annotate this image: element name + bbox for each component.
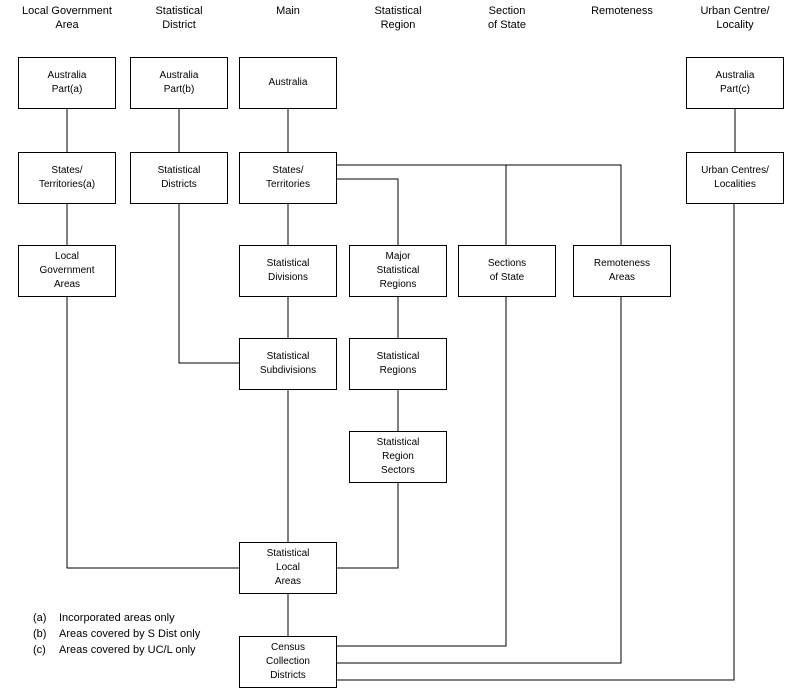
column-header-main: Main (276, 5, 300, 17)
legend-text: Areas covered by UC/L only (59, 644, 196, 656)
connector-states-to-sections-and-remoteness (337, 164, 622, 245)
legend-row: (b) Areas covered by S Dist only (33, 626, 200, 642)
legend-text: Incorporated areas only (59, 612, 175, 624)
column-header-urban-centre-locality: Urban Centre/ Locality (700, 5, 770, 31)
node-census-collection-districts[interactable]: Census Collection Districts (239, 636, 337, 688)
node-statistical-divisions[interactable]: Statistical Divisions (239, 245, 337, 297)
node-remoteness-areas[interactable]: Remoteness Areas (573, 245, 671, 297)
connector-sections-of-state-to-ccd (337, 297, 507, 647)
node-statistical-local-areas[interactable]: Statistical Local Areas (239, 542, 337, 594)
legend-text: Areas covered by S Dist only (59, 628, 201, 640)
node-statistical-region-sectors[interactable]: Statistical Region Sectors (349, 431, 447, 483)
connector-region-sectors-to-local-areas (337, 483, 399, 569)
connector-states-to-major-statistical-regions (337, 178, 399, 245)
node-statistical-districts[interactable]: Statistical Districts (130, 152, 228, 204)
node-states-territories[interactable]: States/ Territories (239, 152, 337, 204)
column-header-remoteness: Remoteness (591, 5, 653, 17)
node-statistical-regions[interactable]: Statistical Regions (349, 338, 447, 390)
node-australia-part-c[interactable]: Australia Part(c) (686, 57, 784, 109)
node-sections-of-state[interactable]: Sections of State (458, 245, 556, 297)
node-local-government-areas[interactable]: Local Government Areas (18, 245, 116, 297)
column-header-statistical-region: Statistical Region (374, 5, 422, 31)
node-states-territories-a[interactable]: States/ Territories(a) (18, 152, 116, 204)
legend-marker: (c) (33, 644, 46, 656)
column-header-statistical-district: Statistical District (155, 5, 203, 31)
connector-urban-centres-to-ccd (337, 204, 735, 681)
connector-remoteness-to-ccd (337, 297, 622, 664)
legend-row: (a) Incorporated areas only (33, 610, 200, 626)
connector-lga-to-local-areas (66, 297, 239, 569)
node-australia-part-a[interactable]: Australia Part(a) (18, 57, 116, 109)
legend-notes: (a) Incorporated areas only (b) Areas cover… (33, 610, 200, 658)
legend-marker: (b) (33, 628, 47, 640)
node-australia[interactable]: Australia (239, 57, 337, 109)
column-header-section-of-state: Section of State (488, 5, 526, 31)
column-header-local-government-area: Local Government Area (22, 5, 112, 31)
connector-statistical-districts-to-subdivisions (178, 204, 239, 364)
node-major-statistical-regions[interactable]: Major Statistical Regions (349, 245, 447, 297)
node-urban-centres-localities[interactable]: Urban Centres/ Localities (686, 152, 784, 204)
node-australia-part-b[interactable]: Australia Part(b) (130, 57, 228, 109)
legend-marker: (a) (33, 612, 47, 624)
legend-row: (c) Areas covered by UC/L only (33, 642, 200, 658)
node-statistical-subdivisions[interactable]: Statistical Subdivisions (239, 338, 337, 390)
